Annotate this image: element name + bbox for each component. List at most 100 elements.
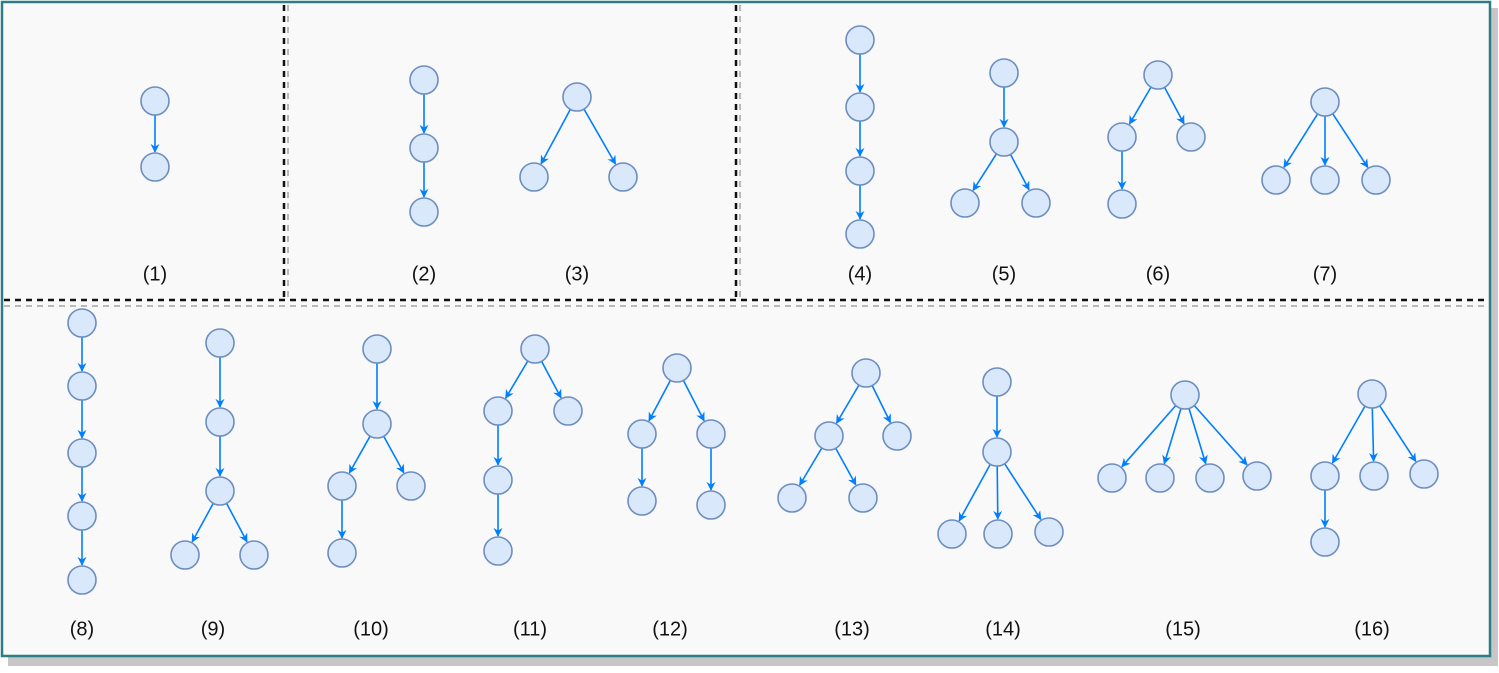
tree-14-node-2 [982,437,1012,467]
tree-11-edge-2 [540,361,562,399]
tree-8-node-5 [67,565,97,595]
tree-12-node-2 [627,419,657,449]
tree-10-edge-3 [382,435,405,474]
tree-8: (8) [67,308,97,640]
tree-6-node-1 [1143,60,1173,90]
tree-9-node-3 [205,476,235,506]
tree-12-node-4 [627,486,657,516]
tree-10-node-2 [362,409,392,439]
tree-16-node-4 [1409,459,1439,489]
tree-1-node-2 [140,152,170,182]
tree-13-edge-1 [835,384,860,424]
tree-13-node-2 [814,421,844,451]
tree-5-node-2 [989,127,1019,157]
tree-13: (13) [777,358,912,640]
tree-3-edge-1 [540,108,572,165]
tree-9-node-5 [239,540,269,570]
tree-6-node-3 [1176,122,1206,152]
tree-10-node-4 [396,471,426,501]
tree-10-node-3 [327,471,357,501]
tree-15-edge-1 [1121,404,1177,468]
tree-3-node-2 [519,162,549,192]
tree-3-edge-2 [583,108,617,165]
tree-7: (7) [1261,87,1391,285]
tree-15-node-1 [1170,380,1200,410]
tree-13-edge-3 [799,447,823,486]
tree-16-edge-1 [1331,405,1366,464]
tree-13-node-1 [851,358,881,388]
tree-1-node-1 [140,86,170,116]
tree-14-edge-3 [993,465,1003,520]
tree-11-node-2 [483,396,513,426]
tree-4-node-2 [845,92,875,122]
tree-10-node-5 [327,538,357,568]
tree-label: (11) [513,618,547,640]
tree-11: (11) [483,334,583,640]
tree-12-node-3 [696,419,726,449]
tree-7-edge-3 [1332,113,1369,169]
tree-16-edge-3 [1378,405,1417,463]
tree-5: (5) [950,58,1051,285]
tree-4-node-3 [845,156,875,186]
tree-16-node-1 [1357,379,1387,409]
tree-3-node-1 [562,82,592,112]
tree-1: (1) [140,86,170,285]
tree-4-node-1 [845,25,875,55]
tree-13-node-5 [848,483,878,513]
tree-3: (3) [519,82,638,285]
tree-15-node-2 [1097,463,1127,493]
tree-11-node-4 [483,465,513,495]
tree-label: (7) [1313,263,1337,285]
tree-9-edge-4 [225,503,248,543]
tree-11-node-3 [553,396,583,426]
tree-9-node-4 [170,540,200,570]
trees-layer: (1)(2)(3)(4)(5)(6)(7)(8)(9)(10)(11)(12)(… [67,25,1439,640]
tree-16: (16) [1310,379,1439,640]
tree-7-node-2 [1261,165,1291,195]
tree-9-node-2 [205,407,235,437]
tree-10-edge-2 [348,435,371,474]
tree-4-node-4 [845,219,875,249]
tree-7-edge-1 [1283,113,1319,169]
tree-14-edge-4 [1003,463,1042,521]
tree-14-node-4 [983,519,1013,549]
tree-12-edge-1 [648,380,672,422]
tree-14-node-1 [982,367,1012,397]
tree-5-edge-2 [972,153,998,192]
tree-label: (12) [652,618,688,640]
tree-12-node-1 [662,353,692,383]
tree-14-node-3 [937,519,967,549]
tree-label: (10) [353,618,389,640]
tree-4: (4) [845,25,875,285]
tree-12-node-5 [696,490,726,520]
tree-11-edge-1 [505,360,529,399]
tree-12: (12) [627,353,726,640]
tree-16-node-5 [1310,527,1340,557]
tree-label: (4) [848,263,872,285]
tree-13-node-4 [777,483,807,513]
tree-7-node-4 [1361,165,1391,195]
tree-8-node-3 [67,438,97,468]
tree-5-node-1 [989,58,1019,88]
tree-label: (15) [1165,618,1201,640]
tree-15-edge-3 [1188,408,1208,465]
tree-6-edge-1 [1128,86,1152,125]
tree-15: (15) [1097,380,1272,640]
tree-15-edge-2 [1162,408,1182,465]
tree-15-node-4 [1195,463,1225,493]
tree-2: (2) [409,65,439,285]
tree-2-node-2 [409,133,439,163]
tree-label: (16) [1354,618,1390,640]
tree-16-node-3 [1359,461,1389,491]
tree-label: (8) [70,618,94,640]
tree-14-node-5 [1034,517,1064,547]
tree-13-edge-4 [834,447,857,486]
tree-15-node-5 [1242,461,1272,491]
tree-2-node-1 [409,65,439,95]
tree-label: (1) [143,263,167,285]
tree-label: (6) [1146,263,1170,285]
tree-5-node-3 [950,188,980,218]
tree-11-node-5 [483,536,513,566]
tree-11-node-1 [520,334,550,364]
